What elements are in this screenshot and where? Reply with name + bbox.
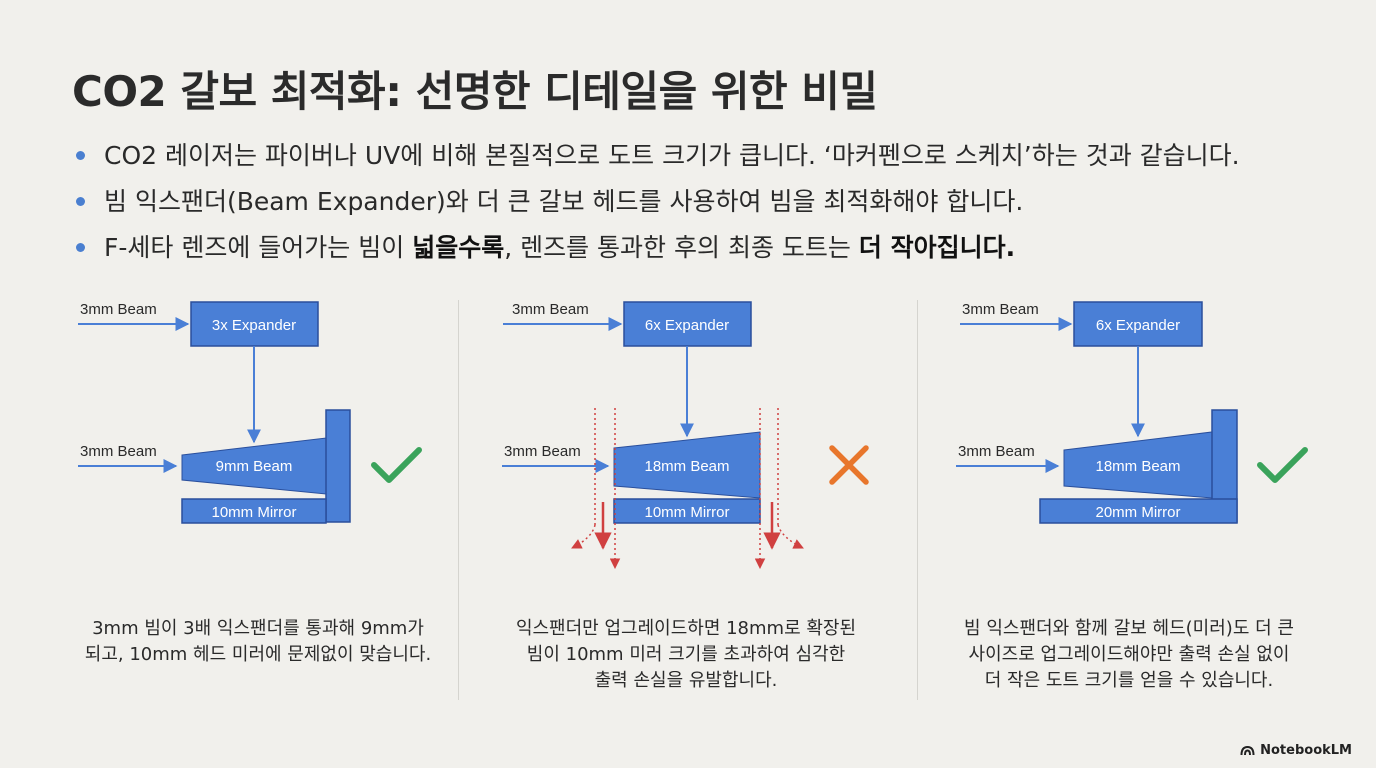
expander-box	[190, 301, 319, 347]
bullet-text: CO2 레이저는 파이버나 UV에 비해 본질적으로 도트 크기가 큽니다. ‘…	[104, 141, 1240, 170]
mirror-plate	[181, 498, 327, 524]
top-beam-label: 3mm Beam	[962, 301, 1039, 318]
caption-line: 빔이 10mm 미러 크기를 초과하여 심각한	[526, 644, 846, 665]
mirror-label: 10mm Mirror	[212, 504, 297, 521]
logo-text: NotebookLM	[1260, 743, 1352, 758]
side-beam-label: 3mm Beam	[958, 443, 1035, 460]
caption-line: 익스팬더만 업그레이드하면 18mm로 확장된	[515, 618, 857, 639]
panel-divider	[917, 300, 918, 700]
bullet-item: F-세타 렌즈에 들어가는 빔이 넓을수록, 렌즈를 통과한 후의 최종 도트는…	[76, 228, 1316, 274]
bullet-dot-icon	[76, 197, 85, 206]
expander-label: 6x Expander	[1096, 317, 1180, 334]
bullet-text: , 렌즈를 통과한 후의 최종 도트는	[504, 233, 859, 262]
expanded-beam-label: 18mm Beam	[1095, 458, 1180, 475]
side-beam-label: 3mm Beam	[80, 443, 157, 460]
bullet-item: CO2 레이저는 파이버나 UV에 비해 본질적으로 도트 크기가 큽니다. ‘…	[76, 136, 1316, 182]
bullet-dot-icon	[76, 243, 85, 252]
loss-curve-arrow	[777, 524, 804, 549]
top-beam-label: 3mm Beam	[512, 301, 589, 318]
check-icon	[1257, 447, 1308, 483]
caption-line: 더 작은 도트 크기를 얻을 수 있습니다.	[984, 670, 1274, 691]
notebooklm-logo: NotebookLM	[1240, 743, 1352, 758]
bullet-emphasis: 넓을수록	[412, 233, 505, 262]
cross-icon	[829, 445, 869, 485]
panel-1-caption: 3mm 빔이 3배 익스팬더를 통과해 9mm가 되고, 10mm 헤드 미러에…	[58, 616, 458, 668]
caption-line: 3mm 빔이 3배 익스팬더를 통과해 9mm가	[92, 618, 424, 639]
top-beam-label: 3mm Beam	[80, 301, 157, 318]
caption-line: 빔 익스팬더와 함께 갈보 헤드(미러)도 더 큰	[964, 618, 1294, 639]
panel-divider	[458, 300, 459, 700]
mirror-label: 10mm Mirror	[645, 504, 730, 521]
panel-2-caption: 익스팬더만 업그레이드하면 18mm로 확장된 빔이 10mm 미러 크기를 초…	[486, 616, 886, 694]
panel-1: 3mm Beam 3x Expander 3mm Beam 9mm Beam 1…	[78, 301, 422, 524]
panel-3-caption: 빔 익스팬더와 함께 갈보 헤드(미러)도 더 큰 사이즈로 업그레이드해야만 …	[929, 616, 1329, 694]
expander-label: 6x Expander	[645, 317, 729, 334]
caption-line: 되고, 10mm 헤드 미러에 문제없이 맞습니다.	[84, 644, 432, 665]
bullet-emphasis: 더 작아집니다.	[858, 233, 1016, 262]
mirror-plate	[613, 498, 761, 524]
panel-3: 3mm Beam 6x Expander 3mm Beam 18mm Beam …	[956, 301, 1308, 524]
bullet-text: F-세타 렌즈에 들어가는 빔이	[104, 233, 413, 262]
expanded-beam-label: 18mm Beam	[644, 458, 729, 475]
page-title: CO2 갈보 최적화: 선명한 디테일을 위한 비밀	[72, 67, 878, 116]
expanded-beam-label: 9mm Beam	[216, 458, 293, 475]
notebooklm-icon	[1240, 745, 1255, 756]
bullet-text: 빔 익스팬더(Beam Expander)와 더 큰 갈보 헤드를 사용하여 빔…	[104, 187, 1024, 216]
loss-curve-arrow	[571, 524, 596, 549]
mirror-label: 20mm Mirror	[1096, 504, 1181, 521]
bullet-list: CO2 레이저는 파이버나 UV에 비해 본질적으로 도트 크기가 큽니다. ‘…	[76, 136, 1316, 274]
expander-label: 3x Expander	[212, 317, 296, 334]
check-icon	[371, 447, 422, 483]
side-beam-label: 3mm Beam	[504, 443, 581, 460]
panel-2: 3mm Beam 6x Expander 3mm Beam 18mm Beam …	[502, 301, 869, 570]
mirror-plate	[1039, 498, 1238, 524]
bullet-item: 빔 익스팬더(Beam Expander)와 더 큰 갈보 헤드를 사용하여 빔…	[76, 182, 1316, 228]
bullet-dot-icon	[76, 151, 85, 160]
caption-line: 출력 손실을 유발합니다.	[594, 670, 778, 691]
caption-line: 사이즈로 업그레이드해야만 출력 손실 없이	[968, 644, 1290, 665]
mirror-mount	[325, 409, 351, 523]
beam-diagram: 3mm Beam 3x Expander 3mm Beam 9mm Beam 1…	[78, 301, 1308, 570]
